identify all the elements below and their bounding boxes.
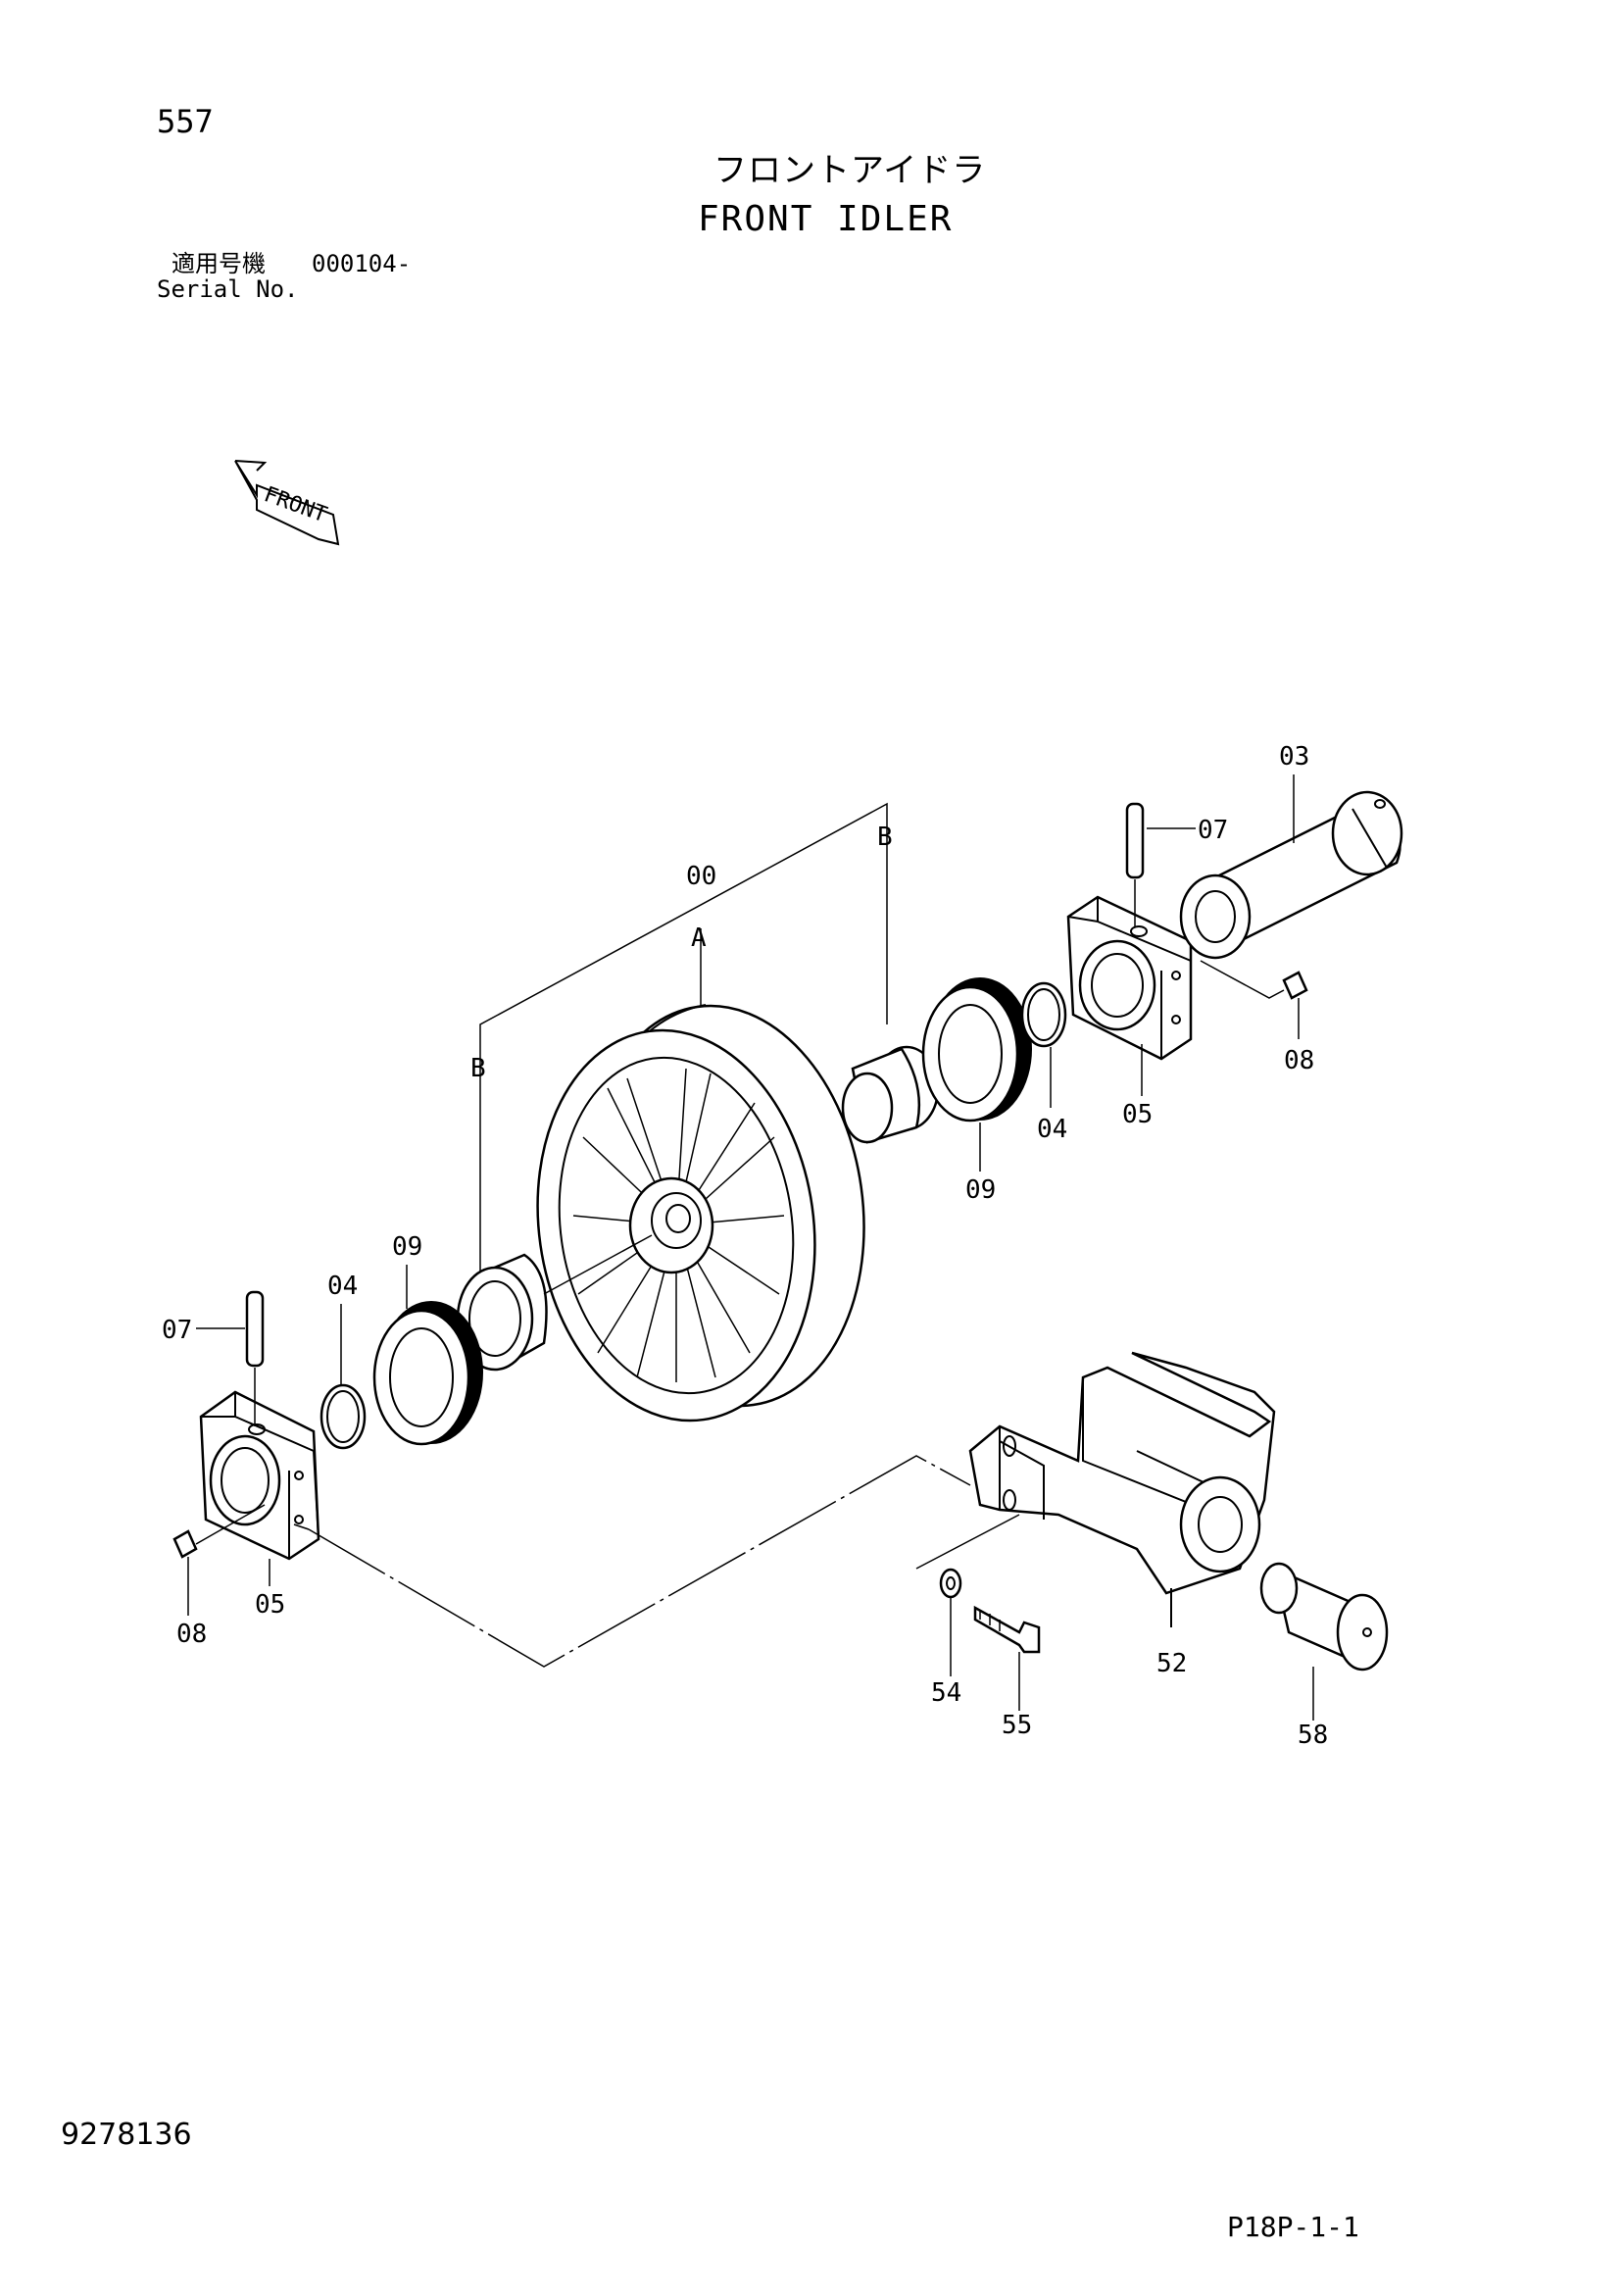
callouts: 00 A B B 03 07 08 05 04 09 07 04 09 08 0… — [162, 742, 1328, 1750]
pin-right — [1125, 802, 1145, 926]
bolt — [973, 1605, 1041, 1711]
mounting-leader-lines — [293, 1455, 971, 1668]
serial-label: Serial No. — [157, 275, 299, 303]
support-right — [1066, 895, 1193, 1061]
yoke-pin — [1259, 1562, 1389, 1721]
callout-04-left: 04 — [327, 1272, 358, 1301]
page-code: P18P-1-1 — [1227, 2211, 1359, 2243]
floating-seal-right — [921, 977, 1032, 1123]
callout-09-left: 09 — [392, 1232, 422, 1262]
callout-03: 03 — [1279, 742, 1309, 772]
washer — [915, 1514, 1020, 1676]
callout-05-right: 05 — [1122, 1100, 1153, 1129]
callout-00: 00 — [686, 862, 716, 891]
support-left — [199, 1390, 320, 1561]
o-ring-right — [1020, 981, 1067, 1048]
front-direction-arrow: FRONT — [234, 460, 340, 546]
callout-55: 55 — [1002, 1711, 1032, 1740]
callout-04-right: 04 — [1037, 1115, 1067, 1144]
front-arrow-label: FRONT — [261, 482, 330, 527]
plug-right — [1200, 960, 1308, 1000]
plug-left — [172, 1504, 266, 1559]
callout-52: 52 — [1156, 1649, 1187, 1678]
callout-08-right: 08 — [1284, 1046, 1314, 1075]
title-japanese: フロントアイドラ — [713, 151, 987, 190]
callout-08-left: 08 — [176, 1620, 207, 1649]
idler-wheel — [536, 1004, 865, 1423]
document-number: 9278136 — [61, 2118, 192, 2152]
callout-B-left: B — [470, 1054, 486, 1083]
callout-05-left: 05 — [255, 1590, 285, 1620]
callout-07-left: 07 — [162, 1316, 192, 1345]
idler-shaft — [1179, 774, 1403, 960]
callout-A: A — [691, 923, 707, 953]
callout-58: 58 — [1298, 1721, 1328, 1750]
callout-09-right: 09 — [965, 1175, 996, 1205]
serial-number-value: 000104- — [312, 250, 412, 277]
floating-seal-left — [372, 1301, 483, 1446]
callout-07-right: 07 — [1198, 816, 1228, 845]
page-number: 557 — [157, 103, 214, 140]
bushing-right — [841, 1045, 940, 1144]
callout-B-right: B — [877, 823, 893, 852]
callout-54: 54 — [931, 1678, 961, 1708]
o-ring-left — [319, 1383, 367, 1450]
page-title: FRONT IDLER — [698, 199, 954, 239]
idler-yoke — [968, 1351, 1276, 1627]
assembly-brackets — [479, 802, 888, 1279]
pin-left — [245, 1290, 265, 1426]
serial-label-japanese: 適用号機 — [172, 250, 266, 277]
